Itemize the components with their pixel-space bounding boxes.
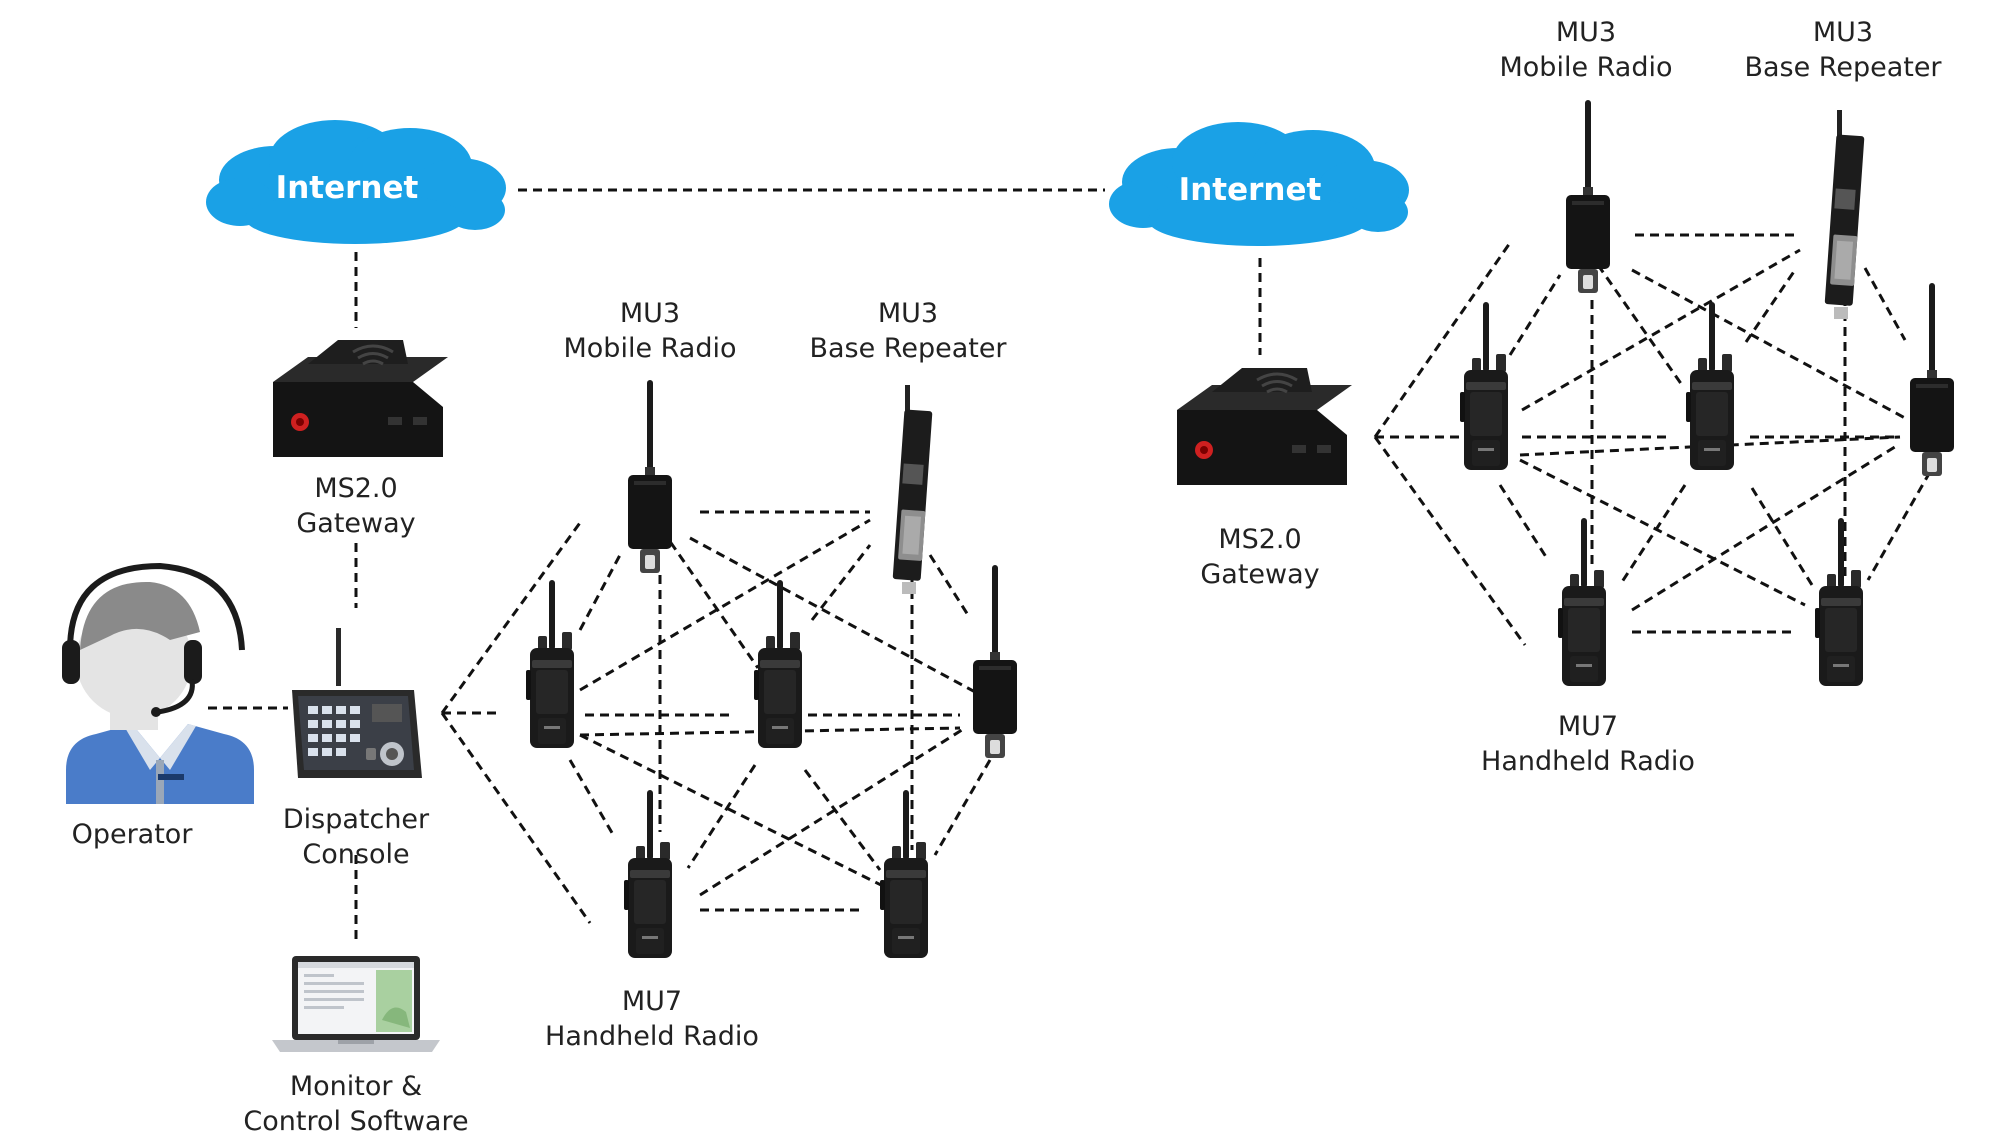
console-label: Dispatcher Console: [283, 804, 430, 870]
network-links: [208, 188, 1932, 942]
mu3-label: MU3: [620, 298, 680, 329]
internet-cloud-right: Internet: [1109, 122, 1409, 246]
gateway-device-right: [1175, 366, 1354, 487]
left-base-repeater: [892, 385, 933, 594]
mobile-radio-label: Mobile Radio: [563, 333, 736, 364]
console-label-line1: Dispatcher: [283, 804, 430, 835]
gateway-label-line1: MS2.0: [314, 473, 397, 504]
right-mobile-radio-label: MU3 Mobile Radio: [1499, 17, 1672, 83]
base-repeater-icon: [1824, 110, 1865, 319]
mu3-label: MU3: [1813, 17, 1873, 48]
links-gateway-mesh: [1373, 239, 1527, 646]
handheld-radio-icon: [1686, 302, 1734, 470]
software-label-line2: Control Software: [243, 1106, 468, 1137]
mobile-radio-icon: [973, 565, 1017, 758]
software-label: Monitor & Control Software: [243, 1071, 468, 1137]
mobile-radio-label: Mobile Radio: [1499, 52, 1672, 83]
laptop: [272, 956, 440, 1052]
mu7-label: MU7: [622, 986, 682, 1017]
mobile-radio-icon: [1566, 100, 1610, 293]
handheld-radio-icon: [1460, 302, 1508, 470]
dispatcher-console-icon: [292, 628, 422, 778]
operator-label-text: Operator: [72, 819, 194, 850]
right-mobile-radio-2: [1910, 283, 1954, 476]
handheld-radio-icon: [880, 790, 928, 958]
gateway-label-line1: MS2.0: [1218, 524, 1301, 555]
base-repeater-icon: [892, 385, 933, 594]
gateway-label-right: MS2.0 Gateway: [1200, 524, 1319, 590]
operator-headset-icon: [62, 562, 254, 804]
left-mobile-radio-label: MU3 Mobile Radio: [563, 298, 736, 364]
base-repeater-label: Base Repeater: [1744, 52, 1942, 83]
left-handheld-label: MU7 Handheld Radio: [545, 986, 759, 1052]
gateway-label-line2: Gateway: [296, 508, 415, 539]
left-base-repeater-label: MU3 Base Repeater: [809, 298, 1007, 364]
gateway-label-line2: Gateway: [1200, 559, 1319, 590]
links-console-mesh: [440, 519, 592, 924]
right-base-repeater: [1824, 110, 1865, 319]
mu7-label: MU7: [1558, 711, 1618, 742]
dispatcher-console: [292, 628, 422, 778]
handheld-radio-label: Handheld Radio: [1481, 746, 1695, 777]
software-label-line1: Monitor &: [290, 1071, 422, 1102]
left-handheld-1: [526, 580, 574, 748]
right-handheld-4: [1815, 518, 1863, 686]
handheld-radio-icon: [754, 580, 802, 748]
mobile-radio-icon: [1910, 283, 1954, 476]
mu3-label: MU3: [1556, 17, 1616, 48]
handheld-radio-icon: [1558, 518, 1606, 686]
mobile-radio-icon: [628, 380, 672, 573]
operator-label: Operator: [72, 819, 194, 850]
left-handheld-3: [624, 790, 672, 958]
right-mobile-radio: [1566, 100, 1610, 293]
handheld-radio-label: Handheld Radio: [545, 1021, 759, 1052]
internet-label-right: Internet: [1179, 172, 1322, 208]
right-base-repeater-label: MU3 Base Repeater: [1744, 17, 1942, 83]
gateway-device-icon: [1175, 366, 1354, 487]
gateway-device-icon: [271, 338, 450, 459]
right-handheld-label: MU7 Handheld Radio: [1481, 711, 1695, 777]
console-label-line2: Console: [302, 839, 409, 870]
right-handheld-3: [1558, 518, 1606, 686]
right-handheld-2: [1686, 302, 1734, 470]
links-right-mesh: [1498, 233, 1932, 634]
internet-cloud-left: Internet: [206, 120, 506, 244]
links-left-mesh: [568, 510, 992, 912]
handheld-radio-icon: [526, 580, 574, 748]
mu3-label: MU3: [878, 298, 938, 329]
operator: [62, 562, 254, 804]
left-handheld-4: [880, 790, 928, 958]
handheld-radio-icon: [1815, 518, 1863, 686]
gateway-device-left: [271, 338, 450, 459]
laptop-icon: [272, 956, 440, 1052]
gateway-label-left: MS2.0 Gateway: [296, 473, 415, 539]
left-mobile-radio-2: [973, 565, 1017, 758]
handheld-radio-icon: [624, 790, 672, 958]
left-mobile-radio: [628, 380, 672, 573]
right-handheld-1: [1460, 302, 1508, 470]
base-repeater-label: Base Repeater: [809, 333, 1007, 364]
left-handheld-2: [754, 580, 802, 748]
internet-label-left: Internet: [276, 170, 419, 206]
